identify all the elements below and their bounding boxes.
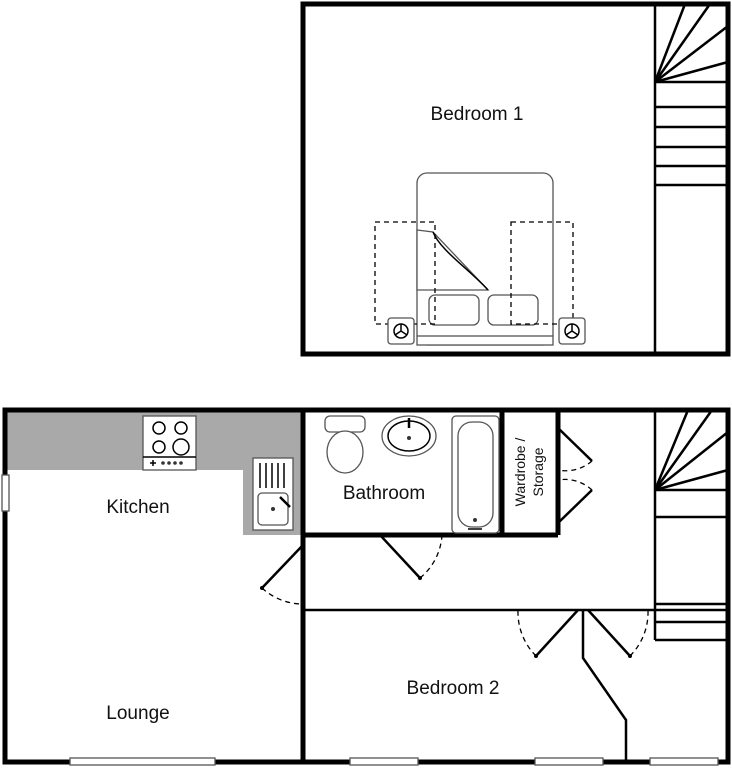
- lounge-window: [69, 757, 216, 766]
- bedroom-2-door-left[interactable]: [517, 609, 579, 658]
- lamp-right-icon: [558, 317, 586, 345]
- bedroom-1-label: Bedroom 1: [431, 104, 524, 125]
- kitchen-counter: [7, 412, 303, 535]
- double-bed: [416, 172, 554, 346]
- wardrobe-label-line2: Storage: [530, 447, 546, 496]
- upper-floor: Bedroom 1: [300, 1, 731, 357]
- bedroom-2-window-left: [349, 757, 419, 766]
- bathroom-label: Bathroom: [343, 483, 425, 504]
- bathroom-door[interactable]: [379, 534, 443, 580]
- wardrobe-door-upper[interactable]: [557, 427, 593, 472]
- toilet-icon: [324, 415, 366, 474]
- wardrobe-label-line1: Wardrobe /: [512, 438, 528, 507]
- basin-icon: [381, 415, 437, 457]
- lamp-left-icon: [387, 317, 415, 345]
- pillow-left: [428, 294, 480, 326]
- wardrobe-door-lower[interactable]: [557, 478, 593, 524]
- bed-headboard: [416, 335, 554, 346]
- kitchen-sink-icon: [252, 457, 294, 531]
- hob-icon: [142, 415, 197, 471]
- lounge-label: Lounge: [106, 703, 169, 724]
- kitchen-window: [1, 474, 10, 512]
- bedroom-2-window-right: [534, 757, 604, 766]
- pillow-right: [487, 294, 539, 326]
- lower-floor: Kitchen Bathroom Wardrobe / Storage Bedr…: [1, 407, 731, 766]
- bedroom-2-door-right[interactable]: [587, 609, 649, 658]
- bedroom-2-label: Bedroom 2: [407, 678, 500, 699]
- bedside-table-right-outline: [510, 221, 574, 325]
- kitchen-door[interactable]: [260, 544, 304, 605]
- bedroom-2-angled-wall: [581, 610, 628, 762]
- upper-staircase: [653, 3, 729, 187]
- bath-tub-icon: [451, 415, 500, 534]
- upper-floor-outer-wall: [300, 1, 731, 357]
- lower-staircase: [653, 409, 729, 642]
- stair-window: [649, 757, 719, 766]
- kitchen-label: Kitchen: [106, 497, 169, 518]
